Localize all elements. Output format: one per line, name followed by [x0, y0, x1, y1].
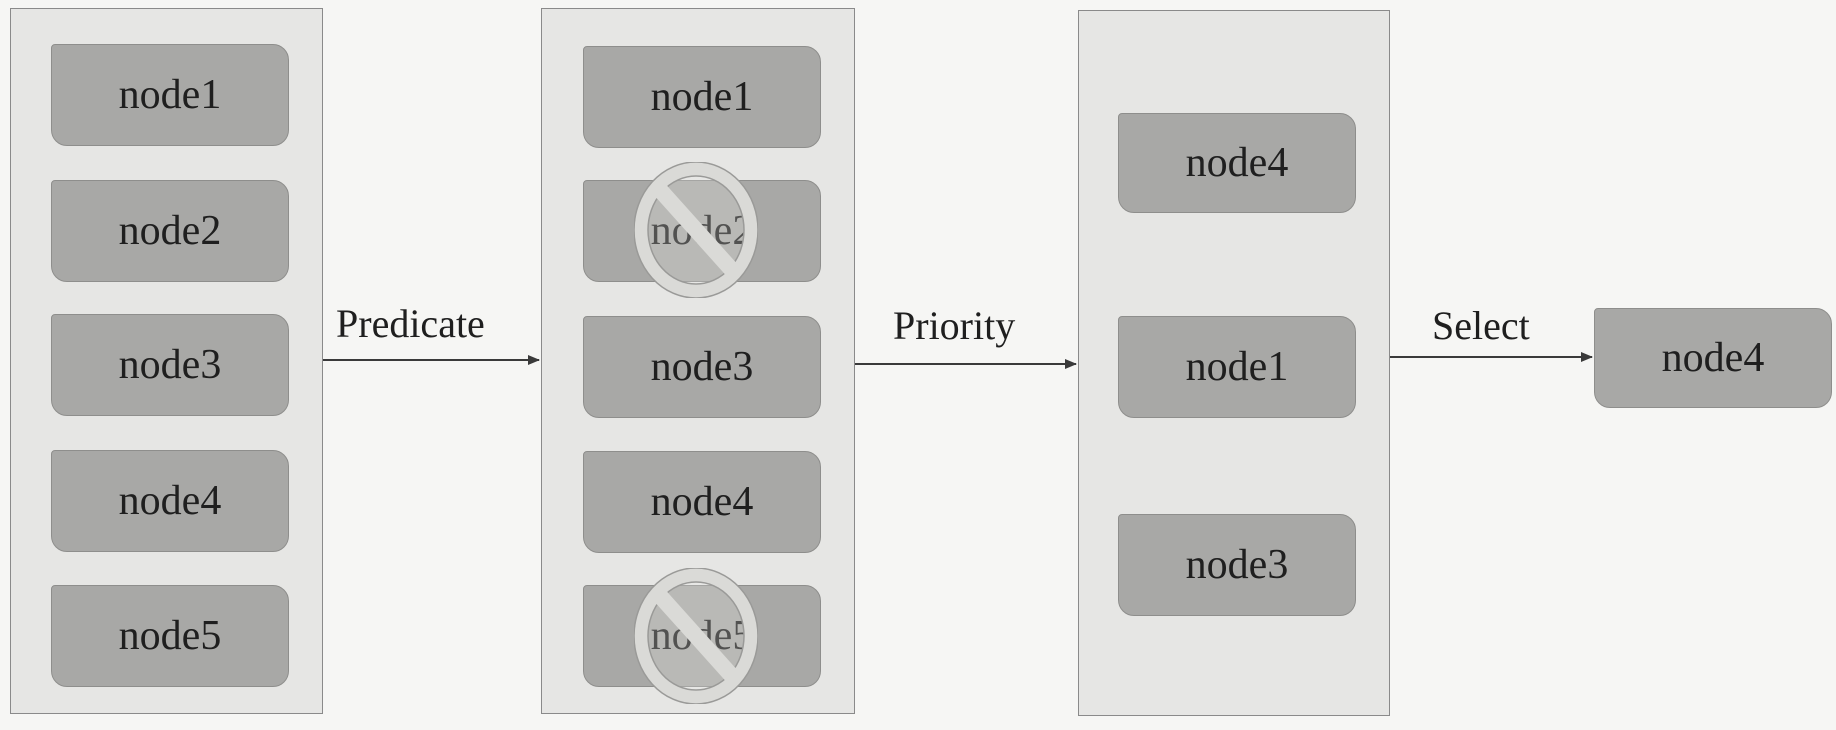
priority-label: Priority	[893, 303, 1016, 348]
panel2-node4: node4	[583, 451, 821, 553]
selected-node: node4	[1594, 308, 1832, 408]
panel3-node1: node1	[1118, 316, 1356, 418]
panel1-node2: node2	[51, 180, 289, 282]
panel2-node3: node3	[583, 316, 821, 418]
panel1-node5: node5	[51, 585, 289, 687]
panel1-node1: node1	[51, 44, 289, 146]
panel3-node3: node3	[1118, 514, 1356, 616]
predicate-label: Predicate	[336, 301, 485, 346]
panel3-node4: node4	[1118, 113, 1356, 213]
panel1-node4: node4	[51, 450, 289, 552]
panel1-node3: node3	[51, 314, 289, 416]
select-label: Select	[1432, 303, 1530, 348]
panel2-node1: node1	[583, 46, 821, 148]
